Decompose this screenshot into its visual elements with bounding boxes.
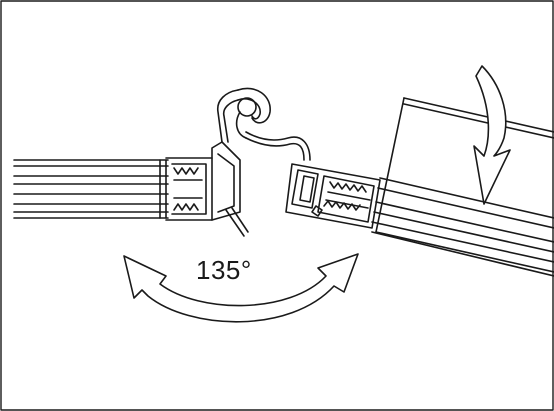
- curved-double-arrow-icon: [123, 253, 359, 323]
- angle-label: 135°: [196, 255, 252, 285]
- left-hook-connector: [165, 87, 311, 237]
- right-rotating-connector: [285, 163, 381, 229]
- left-fixed-panel: [13, 159, 169, 219]
- curved-down-arrow-icon: [473, 65, 511, 205]
- right-tilted-panel: [371, 97, 554, 277]
